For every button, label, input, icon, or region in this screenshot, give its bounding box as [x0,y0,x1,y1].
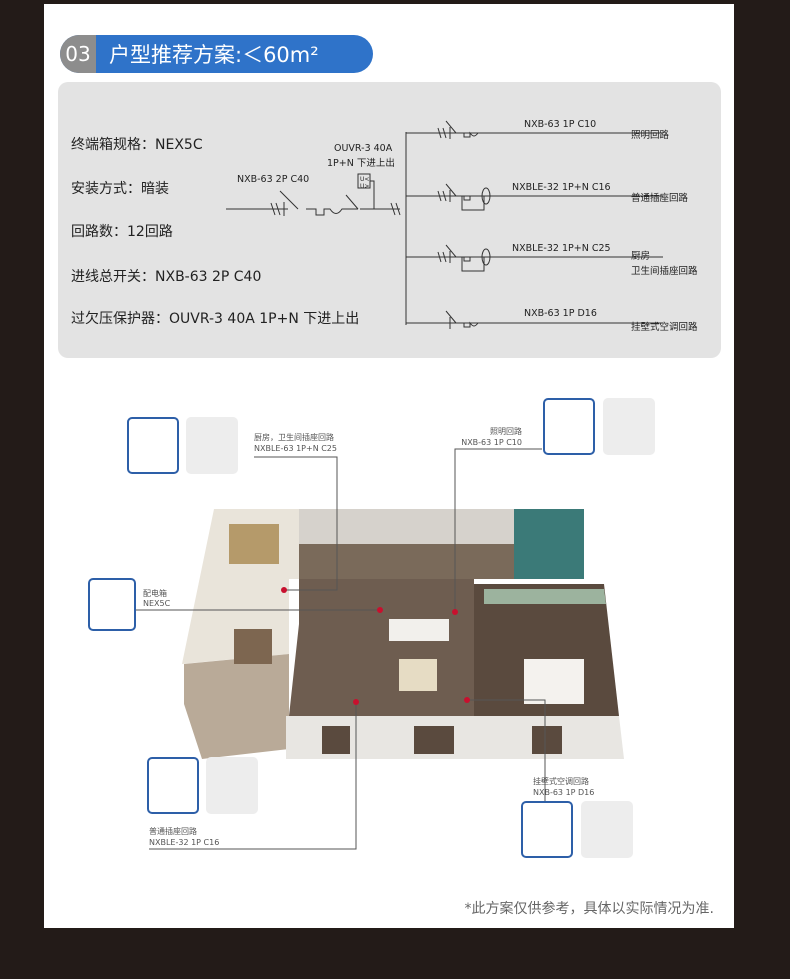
rcbo-product-image-2 [147,757,199,814]
branch-2-circuit: 普通插座回路 [631,193,689,204]
lighting-callout-label: 照明回路 [490,427,522,436]
washing-machine-icon [186,417,238,474]
fan-icon [206,757,258,814]
box-callout-model: NEX5C [143,599,171,608]
branch-3-circuit: 厨房 [631,251,651,262]
box-callout-label: 配电箱 [143,589,167,598]
spec-install: 安装方式：暗装 [71,181,169,197]
rcbo-product-image [127,417,179,474]
section-number: 03 [60,35,96,73]
air-conditioner-icon [581,801,633,858]
protector-label-1: OUVR-3 40A [334,143,393,154]
section-title: 户型推荐方案:＜60m² [109,43,319,67]
distribution-box-image [88,578,136,631]
mcb-product-image-2 [521,801,573,858]
main-breaker-label: NXB-63 2P C40 [237,174,310,185]
branch-3-model: NXBLE-32 1P+N C25 [512,243,611,254]
footnote: *此方案仅供参考，具体以实际情况为准. [464,901,714,917]
spec-main-switch: 进线总开关：NXB-63 2P C40 [71,269,262,285]
ac-callout-label: 挂壁式空调回路 [533,777,589,786]
content-card: 03 户型推荐方案:＜60m² 终端箱规格：NEX5C 安装方式：暗装 回路数：… [44,4,734,928]
uv-ov-symbol: U<U> [360,176,370,190]
protector-label-2: 1P+N 下进上出 [327,158,395,169]
branch-lines [406,120,663,329]
ac-callout-model: NXB-63 1P D16 [533,788,595,797]
socket-callout-label: 普通插座回路 [149,827,197,836]
branch-4-model: NXB-63 1P D16 [524,308,597,319]
socket-callout-model: NXBLE-32 1P C16 [149,838,220,847]
kitchen-callout-model: NXBLE-63 1P+N C25 [254,444,337,453]
kitchen-callout-label: 厨房，卫生间插座回路 [254,433,334,442]
pendant-lamp-icon [603,398,655,455]
wiring-diagram-panel: 终端箱规格：NEX5C 安装方式：暗装 回路数：12回路 进线总开关：NXB-6… [58,82,721,358]
branch-4-circuit: 挂壁式空调回路 [631,322,698,333]
spec-protector: 过欠压保护器：OUVR-3 40A 1P+N 下进上出 [71,311,360,327]
mcb-product-image [543,398,595,455]
lighting-callout-model: NXB-63 1P C10 [461,438,522,447]
single-line-diagram [226,120,663,329]
branch-3-circuit-2: 卫生间插座回路 [631,266,698,277]
floor-plan-illustration [182,509,624,759]
spec-box-model: 终端箱规格：NEX5C [71,137,203,153]
branch-1-model: NXB-63 1P C10 [524,119,597,130]
location-markers [281,587,470,705]
section-header: 03 户型推荐方案:＜60m² [60,35,373,73]
callout-lines [134,448,546,850]
branch-1-circuit: 照明回路 [631,130,670,141]
branch-2-model: NXBLE-32 1P+N C16 [512,182,611,193]
spec-circuits: 回路数：12回路 [71,224,173,240]
